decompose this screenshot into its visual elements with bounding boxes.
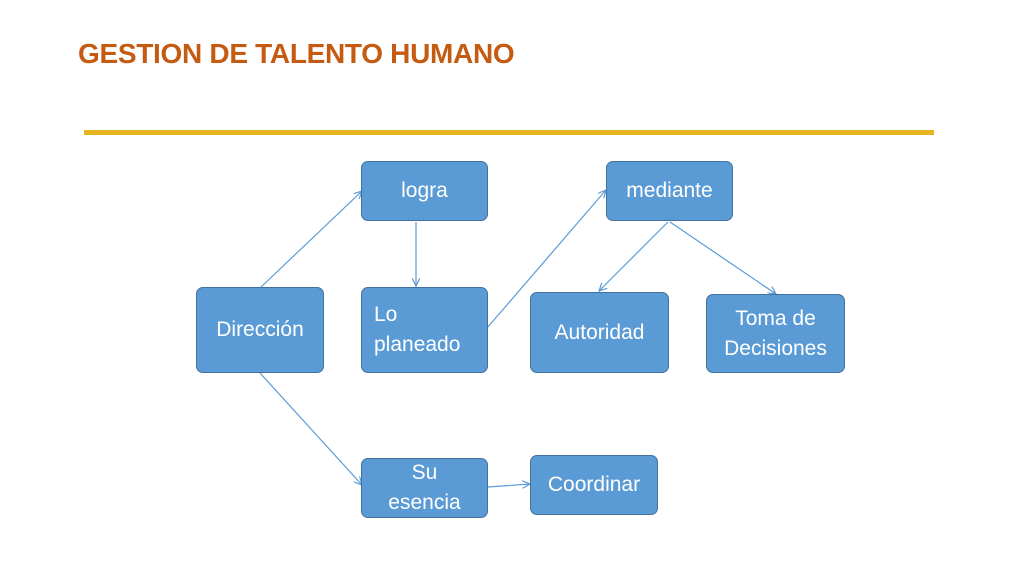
node-toma-de-decisiones: Toma de Decisiones [706, 294, 845, 373]
node-autoridad: Autoridad [530, 292, 669, 373]
edge-direccion-logra [259, 191, 362, 289]
edge-mediante-autoridad [599, 221, 669, 291]
node-lo-planeado: Lo planeado [361, 287, 488, 373]
node-coordinar: Coordinar [530, 455, 658, 515]
edge-mediante-toma-decisiones [669, 221, 776, 294]
edge-direccion-su-esencia [259, 372, 362, 485]
node-direccion: Dirección [196, 287, 324, 373]
slide-title: GESTION DE TALENTO HUMANO [78, 38, 515, 69]
edge-lo-planeado-mediante [486, 190, 606, 329]
node-su-esencia: Su esencia [361, 458, 488, 518]
title-underline-rule [84, 130, 934, 135]
node-mediante: mediante [606, 161, 733, 221]
edge-su-esencia-coordinar [487, 484, 530, 487]
node-logra: logra [361, 161, 488, 221]
